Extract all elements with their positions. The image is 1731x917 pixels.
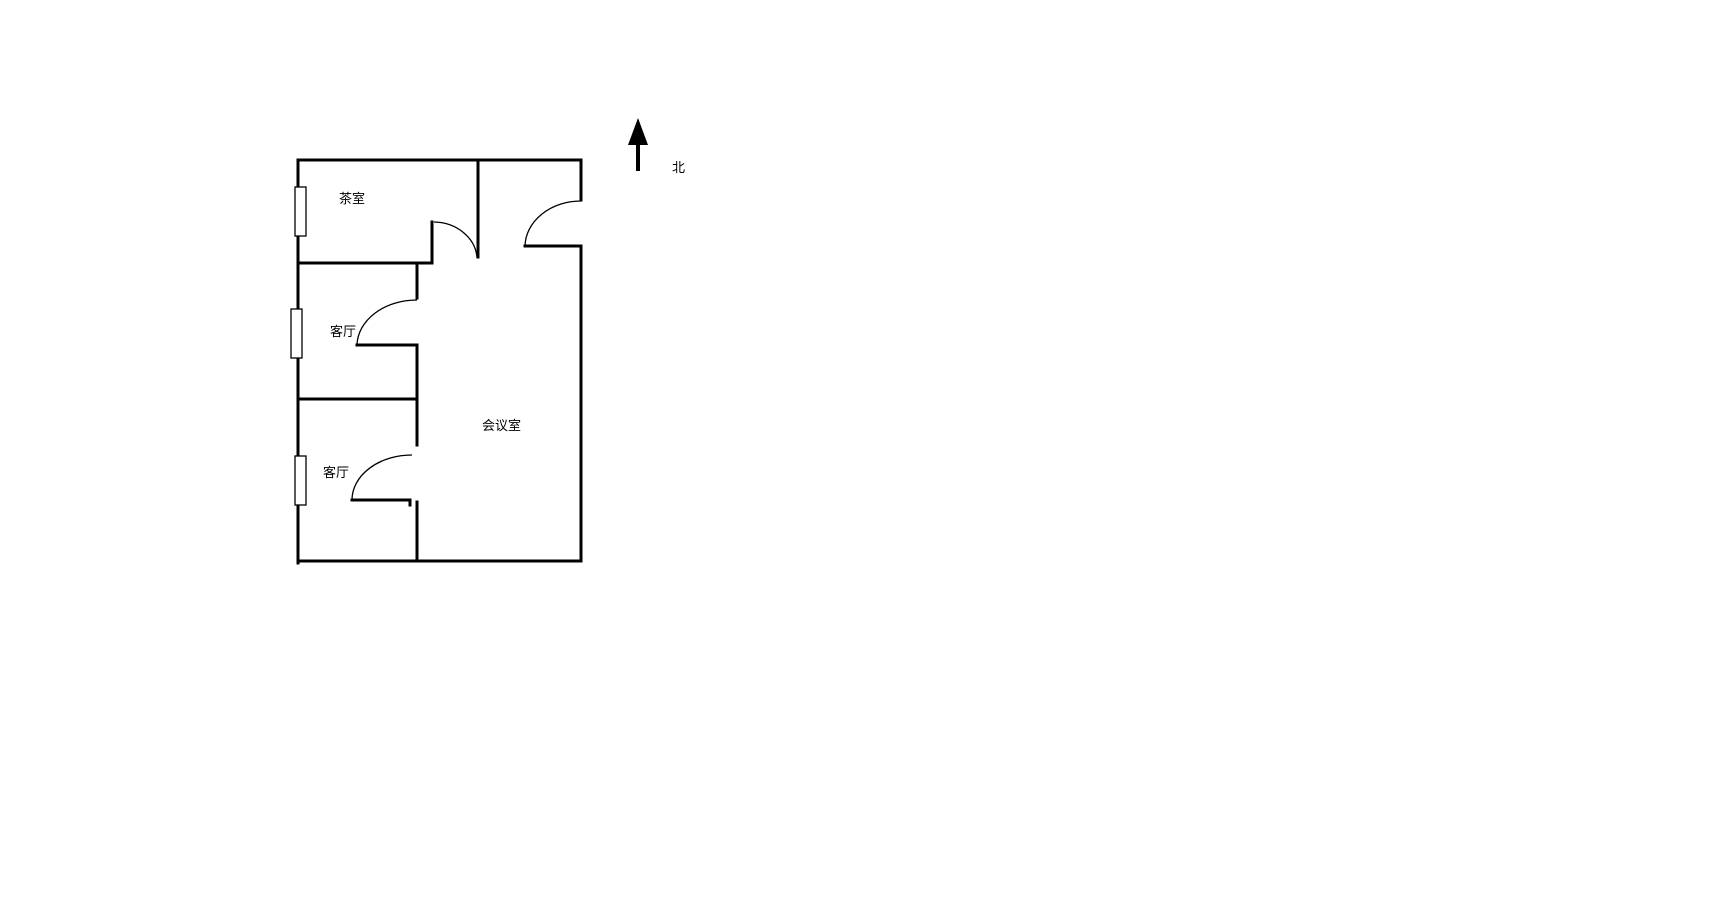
tea-room-door: [433, 221, 478, 259]
room-label-tea-room: 茶室: [339, 191, 365, 207]
doors: [350, 200, 583, 507]
compass-label: 北: [672, 161, 685, 176]
walls: [296, 158, 583, 565]
lobby-1-door: [355, 299, 419, 347]
north-arrow-icon: [628, 118, 648, 171]
entrance-door: [523, 200, 583, 248]
room-label-lobby-1: 客厅: [330, 324, 356, 340]
window-lobby-1: [290, 308, 303, 359]
room-label-lobby-2: 客厅: [323, 465, 349, 481]
windows: [290, 186, 307, 506]
window-tea-room: [294, 186, 307, 237]
window-lobby-2: [294, 455, 307, 506]
room-label-meeting-room: 会议室: [482, 418, 521, 434]
lobby-2-door: [350, 454, 413, 507]
